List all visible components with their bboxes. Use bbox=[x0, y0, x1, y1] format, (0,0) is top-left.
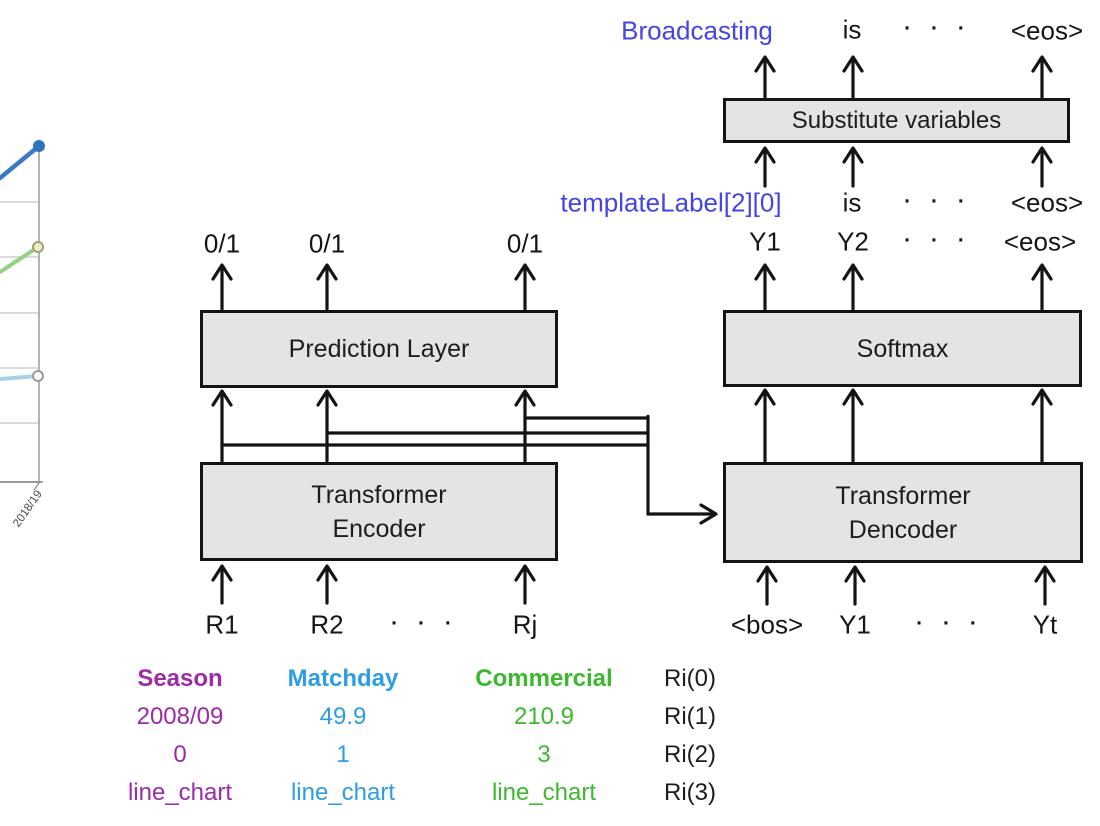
softmax-out-ellipsis: · · · bbox=[904, 229, 972, 252]
softmax-out-y1: Y1 bbox=[749, 226, 781, 257]
table-row-label-3: Ri(3) bbox=[664, 779, 716, 806]
decoder-label-line1: Transformer bbox=[835, 481, 971, 510]
softmax-box: Softmax bbox=[723, 310, 1082, 387]
softmax-label: Softmax bbox=[856, 334, 949, 363]
mini-chart-marker-green bbox=[32, 241, 44, 253]
template-eos: <eos> bbox=[1010, 187, 1084, 218]
softmax-out-y2: Y2 bbox=[837, 226, 869, 257]
encoder-in-r2: R2 bbox=[310, 609, 344, 640]
decoder-in-bos: <bos> bbox=[730, 609, 804, 640]
table-cell-commercial-0: 210.9 bbox=[513, 703, 575, 730]
table-header-season: Season bbox=[137, 665, 223, 692]
transformer-decoder-box: Transformer Dencoder bbox=[723, 462, 1083, 563]
encoder-label-line2: Encoder bbox=[332, 514, 426, 543]
table-cell-season-2: line_chart bbox=[127, 779, 233, 806]
encoder-in-rj: Rj bbox=[512, 609, 538, 640]
decoder-in-y1: Y1 bbox=[839, 609, 871, 640]
diagram-arrows bbox=[211, 55, 1056, 606]
record-table: Season Matchday Commercial Ri(0) 2008/09… bbox=[100, 660, 782, 812]
encoder-in-r1: R1 bbox=[205, 609, 239, 640]
table-cell-matchday-1: 1 bbox=[336, 741, 350, 768]
template-is: is bbox=[842, 187, 862, 218]
prediction-out-1: 0/1 bbox=[203, 228, 241, 259]
output-ellipsis: · · · bbox=[904, 17, 972, 40]
table-cell-matchday-2: line_chart bbox=[290, 779, 396, 806]
output-is: is bbox=[842, 14, 862, 45]
mini-chart-series-light-blue bbox=[0, 374, 40, 381]
table-cell-matchday-0: 49.9 bbox=[319, 703, 367, 730]
mini-line-chart-fragment bbox=[0, 140, 45, 491]
decoder-in-ellipsis: · · · bbox=[916, 612, 984, 635]
table-row-label-1: Ri(1) bbox=[664, 703, 716, 730]
table-header-commercial: Commercial bbox=[475, 665, 613, 692]
decoder-in-yt: Yt bbox=[1032, 609, 1058, 640]
mini-chart-marker-lightblue bbox=[32, 370, 44, 382]
template-ellipsis: · · · bbox=[904, 190, 972, 213]
table-cell-commercial-2: line_chart bbox=[491, 779, 597, 806]
template-token: templateLabel[2][0] bbox=[560, 187, 782, 218]
substitute-variables-box: Substitute variables bbox=[723, 98, 1070, 143]
transformer-encoder-box: Transformer Encoder bbox=[200, 462, 558, 561]
prediction-out-3: 0/1 bbox=[506, 228, 544, 259]
decoder-label-line2: Dencoder bbox=[848, 515, 958, 544]
softmax-out-eos: <eos> bbox=[1003, 226, 1077, 257]
prediction-layer-label: Prediction Layer bbox=[288, 335, 470, 363]
substitute-variables-label: Substitute variables bbox=[791, 106, 1002, 134]
prediction-layer-box: Prediction Layer bbox=[200, 310, 558, 388]
table-row-label-2: Ri(2) bbox=[664, 741, 716, 768]
table-cell-season-0: 2008/09 bbox=[136, 703, 224, 730]
prediction-out-2: 0/1 bbox=[308, 228, 346, 259]
table-header-matchday: Matchday bbox=[287, 665, 399, 692]
table-cell-commercial-1: 3 bbox=[537, 741, 551, 768]
mini-chart-series-green bbox=[0, 245, 40, 274]
encoder-in-ellipsis: · · · bbox=[391, 612, 459, 635]
mini-chart-series-dark-blue bbox=[0, 143, 42, 181]
table-row-label-0: Ri(0) bbox=[664, 665, 716, 692]
mini-chart-marker-blue bbox=[33, 140, 45, 152]
encoder-label-line1: Transformer bbox=[311, 480, 447, 509]
output-eos: <eos> bbox=[1010, 15, 1084, 46]
output-token: Broadcasting bbox=[621, 15, 773, 46]
table-cell-season-1: 0 bbox=[173, 741, 187, 768]
